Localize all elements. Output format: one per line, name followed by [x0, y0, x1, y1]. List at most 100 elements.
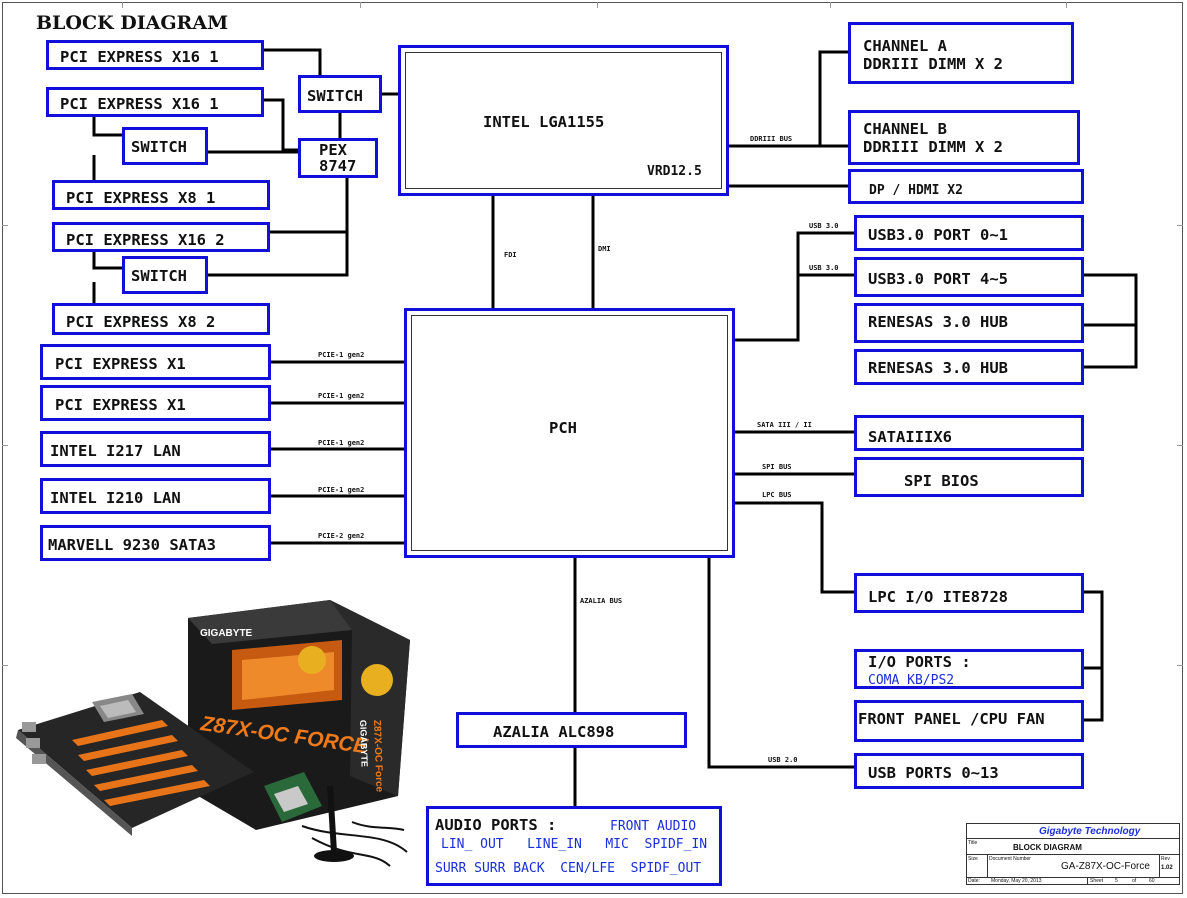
- pcie-bus-label-4: PCIE-1 gen2: [318, 486, 365, 494]
- title-block-date: Monday, May 20, 2013: [991, 878, 1042, 884]
- fdi-label: FDI: [504, 251, 517, 259]
- pcie-x16-2-label: PCI EXPRESS X16 2: [66, 231, 225, 249]
- switch-bottom-label: SWITCH: [131, 267, 187, 285]
- channel-b-box[interactable]: CHANNEL B DDRIII DIMM X 2: [848, 110, 1080, 165]
- title-block-sheet: 5: [1115, 878, 1118, 884]
- title-block-docnum-label: Document Number: [989, 856, 1031, 862]
- pex-label-2: 8747: [319, 157, 357, 175]
- renesas-hub-1-label: RENESAS 3.0 HUB: [868, 313, 1008, 331]
- intel-i210-lan-box[interactable]: INTEL I210 LAN: [40, 478, 271, 514]
- usb-ports-box[interactable]: USB PORTS 0~13: [854, 753, 1084, 789]
- title-block-docnum: GA-Z87X-OC-Force: [1061, 861, 1150, 872]
- audio-line3-label: SURR SURR BACK CEN/LFE SPIDF_OUT: [435, 861, 702, 876]
- lpc-bus-label: LPC BUS: [762, 491, 792, 499]
- pex8747-box[interactable]: PEX 8747: [298, 138, 378, 178]
- renesas-hub-2-box[interactable]: RENESAS 3.0 HUB: [854, 349, 1084, 385]
- dmi-label: DMI: [598, 245, 611, 253]
- pcie-x8-1-box[interactable]: PCI EXPRESS X8 1: [52, 180, 270, 210]
- usb3-port-45-box[interactable]: USB3.0 PORT 4~5: [854, 257, 1084, 297]
- audio-front-label: FRONT AUDIO: [610, 819, 697, 834]
- switch-bottom-box[interactable]: SWITCH: [122, 256, 208, 294]
- pcie-x8-2-label: PCI EXPRESS X8 2: [66, 313, 216, 331]
- pcie-x1-a-label: PCI EXPRESS X1: [55, 355, 186, 373]
- box-side-model-text: Z87X-OC Force: [371, 720, 385, 793]
- intel-i217-lan-box[interactable]: INTEL I217 LAN: [40, 431, 271, 467]
- pcie-x16-1b-box[interactable]: PCI EXPRESS X16 1: [46, 87, 264, 117]
- title-block-rev: 1.02: [1161, 865, 1173, 871]
- channel-b-label: CHANNEL B: [863, 120, 947, 138]
- spi-bios-box[interactable]: SPI BIOS: [854, 457, 1084, 497]
- ddr-bus-label: DDRIII BUS: [750, 135, 793, 143]
- vrd-label: VRD12.5: [647, 164, 702, 179]
- pcie-bus-label-5: PCIE-2 gen2: [318, 532, 365, 540]
- audio-ports-title: AUDIO PORTS :: [435, 816, 557, 834]
- renesas-hub-1-box[interactable]: RENESAS 3.0 HUB: [854, 303, 1084, 343]
- sata-box[interactable]: SATAIIIX6: [854, 415, 1084, 451]
- product-photo: GIGABYTE Z87X-OC FORCE GIGABYTE Z87X-OC …: [16, 600, 410, 867]
- intel-i217-lan-label: INTEL I217 LAN: [50, 442, 181, 460]
- pcie-x16-2-box[interactable]: PCI EXPRESS X16 2: [52, 222, 270, 252]
- audio-line2-label: LIN_ OUT LINE_IN MIC SPIDF_IN: [441, 837, 708, 852]
- io-ports-sub-label: COMA KB/PS2: [868, 673, 955, 688]
- box-side-brand-text: GIGABYTE: [358, 720, 370, 767]
- front-panel-box[interactable]: FRONT PANEL /CPU FAN: [854, 700, 1084, 742]
- lpc-io-box[interactable]: LPC I/O ITE8728: [854, 573, 1084, 613]
- usb-ports-label: USB PORTS 0~13: [868, 764, 999, 782]
- switch-mid-label: SWITCH: [131, 138, 187, 156]
- pcie-x1-b-box[interactable]: PCI EXPRESS X1: [40, 385, 271, 421]
- usb20-label: USB 2.0: [768, 756, 798, 764]
- azalia-bus-label: AZALIA BUS: [580, 597, 623, 605]
- pch-label: PCH: [549, 419, 577, 437]
- pcie-x16-1b-label: PCI EXPRESS X16 1: [60, 95, 219, 113]
- marvell-sata3-box[interactable]: MARVELL 9230 SATA3: [40, 525, 271, 561]
- pcie-x1-a-box[interactable]: PCI EXPRESS X1: [40, 344, 271, 380]
- dp-hdmi-label: DP / HDMI X2: [869, 183, 963, 198]
- pcie-x16-1a-box[interactable]: PCI EXPRESS X16 1: [46, 40, 264, 70]
- title-block-of-label: of: [1132, 878, 1137, 884]
- usb3-port-45-label: USB3.0 PORT 4~5: [868, 270, 1008, 288]
- azalia-label: AZALIA ALC898: [493, 723, 615, 741]
- title-block-sheet-label: Sheet: [1090, 878, 1104, 884]
- usb30-label-a: USB 3.0: [809, 222, 839, 230]
- title-block-size-label: Size: [968, 856, 978, 862]
- usb30-label-b: USB 3.0: [809, 264, 839, 272]
- io-ports-box[interactable]: I/O PORTS : COMA KB/PS2: [854, 649, 1084, 689]
- title-block-of: 60: [1149, 878, 1155, 884]
- switch-mid-box[interactable]: SWITCH: [122, 127, 208, 165]
- lpc-io-label: LPC I/O ITE8728: [868, 588, 1008, 606]
- pcie-bus-label-2: PCIE-1 gen2: [318, 392, 365, 400]
- cpu-box[interactable]: INTEL LGA1155 VRD12.5: [398, 45, 729, 196]
- usb3-port-01-label: USB3.0 PORT 0~1: [868, 226, 1008, 244]
- switch-top-box[interactable]: SWITCH: [298, 75, 382, 113]
- diagram-title: BLOCK DIAGRAM: [36, 12, 229, 34]
- audio-ports-box[interactable]: AUDIO PORTS : FRONT AUDIO LIN_ OUT LINE_…: [426, 806, 722, 886]
- sata-bus-label: SATA III / II: [757, 421, 812, 429]
- azalia-box[interactable]: AZALIA ALC898: [456, 712, 687, 748]
- pcie-x16-1a-label: PCI EXPRESS X16 1: [60, 48, 219, 66]
- cpu-label: INTEL LGA1155: [483, 113, 605, 131]
- channel-a-label: CHANNEL A: [863, 37, 947, 55]
- channel-b-dimm-label: DDRIII DIMM X 2: [863, 138, 1003, 156]
- title-block-title-label: Title: [968, 840, 978, 846]
- spi-bios-label: SPI BIOS: [904, 472, 979, 490]
- dp-hdmi-box[interactable]: DP / HDMI X2: [848, 169, 1084, 204]
- pcie-x1-b-label: PCI EXPRESS X1: [55, 396, 186, 414]
- pcie-bus-label-3: PCIE-1 gen2: [318, 439, 365, 447]
- title-block-date-label: Date:: [968, 878, 980, 884]
- switch-top-label: SWITCH: [307, 87, 363, 105]
- title-block-title: BLOCK DIAGRAM: [1013, 843, 1082, 852]
- box-brand-text: GIGABYTE: [200, 628, 253, 639]
- title-block-rev-label: Rev: [1161, 856, 1170, 862]
- marvell-sata3-label: MARVELL 9230 SATA3: [48, 536, 216, 554]
- title-block: Gigabyte Technology Title BLOCK DIAGRAM …: [966, 823, 1180, 885]
- pcie-bus-label-1: PCIE-1 gen2: [318, 351, 365, 359]
- channel-a-box[interactable]: CHANNEL A DDRIII DIMM X 2: [848, 22, 1074, 84]
- usb3-port-01-box[interactable]: USB3.0 PORT 0~1: [854, 215, 1084, 251]
- pcie-x8-1-label: PCI EXPRESS X8 1: [66, 189, 216, 207]
- pcie-x8-2-box[interactable]: PCI EXPRESS X8 2: [52, 303, 270, 335]
- pch-box[interactable]: PCH: [404, 308, 735, 558]
- title-block-company: Gigabyte Technology: [1039, 826, 1141, 837]
- front-panel-label: FRONT PANEL /CPU FAN: [858, 710, 1045, 728]
